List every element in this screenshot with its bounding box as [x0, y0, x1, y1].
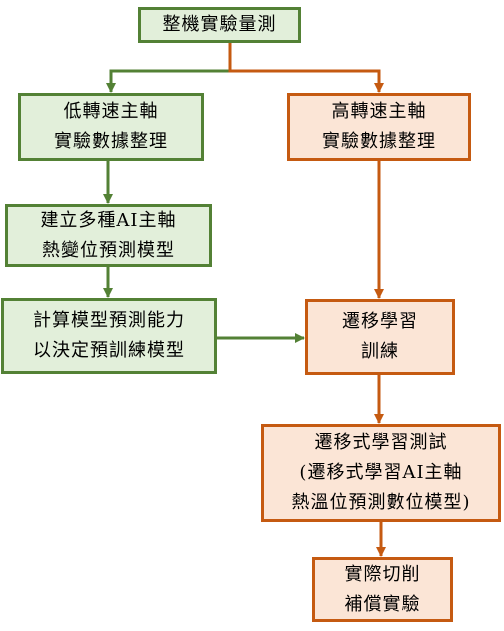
node-high-speed-spindle: 高轉速主軸 實驗數據整理 — [287, 93, 471, 161]
node-build-models-line-2: 熱變位預測模型 — [42, 239, 175, 261]
node-transfer-test-line-3: 熱溫位預測數位模型) — [291, 492, 471, 513]
node-cutting-compensation-line-1: 實際切削 — [344, 563, 421, 585]
node-overall-measurement: 整機實驗量測 — [138, 7, 301, 43]
node-compute-capability-line-2: 以決定預訓練模型 — [33, 340, 185, 361]
node-high-speed-spindle-line-1: 高轉速主軸 — [331, 101, 427, 122]
node-transfer-learning-line-1: 遷移學習 — [342, 311, 418, 332]
node-transfer-learning: 遷移學習 訓練 — [305, 299, 455, 375]
arrow-overall-to-low-speed — [106, 43, 232, 93]
node-cutting-compensation-line-2: 補償實驗 — [344, 593, 421, 615]
node-build-models-line-1: 建立多種AI主軸 — [40, 209, 177, 231]
node-low-speed-spindle-line-2: 實驗數據整理 — [54, 131, 168, 152]
node-transfer-test: 遷移式學習測試 (遷移式學習AI主軸 熱溫位預測數位模型) — [261, 424, 501, 522]
node-transfer-test-line-1: 遷移式學習測試 — [314, 432, 448, 453]
node-compute-capability: 計算模型預測能力 以決定預訓練模型 — [1, 298, 217, 374]
node-transfer-learning-line-2: 訓練 — [361, 341, 399, 362]
node-build-models: 建立多種AI主軸 熱變位預測模型 — [5, 204, 212, 267]
node-overall-measurement-line-1: 整機實驗量測 — [162, 14, 277, 35]
arrow-overall-to-high-speed — [228, 43, 384, 93]
node-high-speed-spindle-line-2: 實驗數據整理 — [322, 131, 436, 152]
node-cutting-compensation: 實際切削 補償實驗 — [312, 557, 453, 622]
node-low-speed-spindle-line-1: 低轉速主軸 — [63, 101, 159, 122]
node-low-speed-spindle: 低轉速主軸 實驗數據整理 — [18, 93, 204, 161]
node-compute-capability-line-1: 計算模型預測能力 — [33, 310, 185, 331]
node-transfer-test-line-2: (遷移式學習AI主軸 — [299, 462, 463, 483]
